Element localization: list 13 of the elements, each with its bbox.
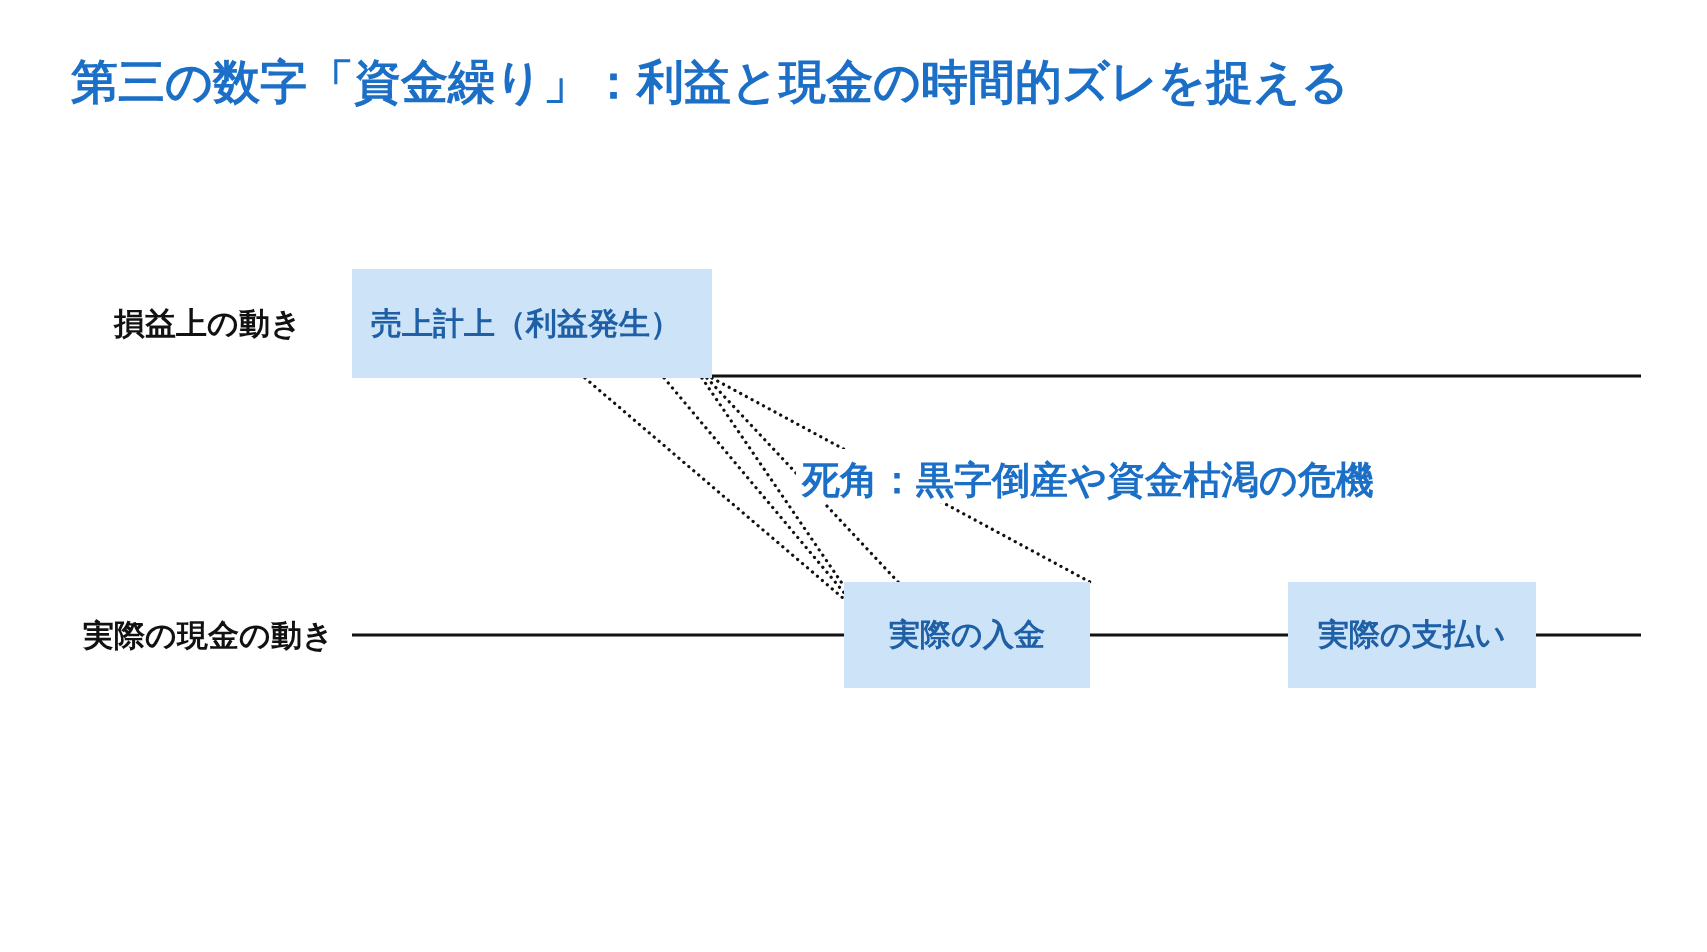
slide-title: 第三の数字「資金繰り」：利益と現金の時間的ズレを捉える — [71, 54, 1349, 110]
event-box: 売上計上（利益発生） — [352, 269, 712, 378]
dotted-line — [662, 376, 846, 595]
row-label: 実際の現金の動き — [82, 616, 334, 655]
row-label: 損益上の動き — [114, 304, 302, 343]
event-box: 実際の入金 — [844, 582, 1090, 688]
timeline — [712, 374, 1641, 378]
dotted-line — [705, 376, 900, 584]
timeline — [1536, 633, 1641, 637]
timeline — [352, 633, 844, 637]
event-box: 実際の支払い — [1288, 582, 1536, 688]
timeline — [1090, 633, 1288, 637]
dotted-line — [583, 376, 846, 601]
